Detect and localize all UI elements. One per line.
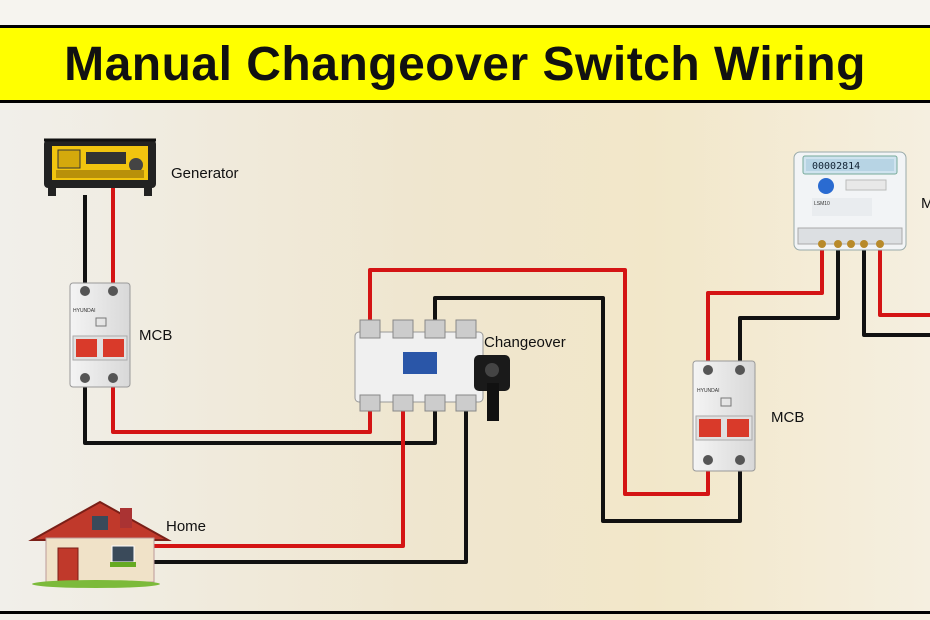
wire-changeover-top-live [368,268,710,496]
generator-icon [44,138,156,196]
page-title: Manual Changeover Switch Wiring [64,37,866,91]
mcb-right-label: MCB [771,409,804,426]
mcb-right-icon [692,360,756,472]
wire-mcb-meter-neutral [738,250,840,365]
wire-mcb-changeover-live [111,385,372,434]
changeover-label: Changeover [484,334,566,351]
mcb-left-label: MCB [139,327,172,344]
wire-home-live [150,402,405,548]
home-label: Home [166,518,206,535]
wire-meter-out-live [878,250,930,317]
meter-display-reading: 00002814 [812,161,860,172]
energy-meter-icon [793,151,907,251]
wire-changeover-top-neutral [433,296,742,523]
wire-meter-out-neutral [862,250,930,337]
wire-home-neutral [150,402,468,564]
home-icon [28,500,172,588]
wire-mcb-meter-live [706,250,824,365]
meter-label-partial: M [921,195,930,212]
mcb-right-brand: HYUNDAI [697,388,720,394]
wire-mcb-changeover-neutral [83,385,437,445]
title-banner: Manual Changeover Switch Wiring [0,25,930,103]
mcb-left-icon [69,282,131,388]
wires [83,188,930,564]
meter-brand: LSM10 [814,201,830,207]
generator-label: Generator [171,165,239,182]
mcb-left-brand: HYUNDAI [73,308,96,314]
changeover-switch-icon [354,319,510,421]
bottom-border [0,611,930,614]
top-strip [0,0,930,25]
